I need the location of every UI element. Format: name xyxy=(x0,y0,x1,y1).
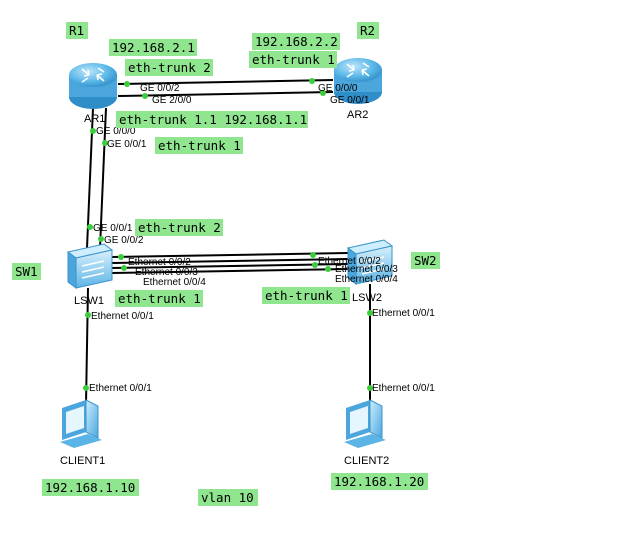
label-r1-subif: eth-trunk 1.1 192.168.1.1 xyxy=(116,111,308,128)
pc-icon xyxy=(344,399,386,448)
label-sw1: SW1 xyxy=(12,263,41,280)
port-dot-ar1-ge000 xyxy=(90,128,96,134)
label-client1-ip: 192.168.1.10 xyxy=(42,479,139,496)
switch-lsw1[interactable]: LSW1 xyxy=(66,243,114,307)
svg-text:SW1: SW1 xyxy=(15,264,38,279)
link-lsw1-client1[interactable] xyxy=(85,287,89,405)
switch-icon xyxy=(66,243,114,289)
port-dot-lsw2-eth004 xyxy=(325,266,331,272)
router-icon xyxy=(69,63,117,109)
device-label-ar1: AR1 xyxy=(84,113,105,125)
label-r1-ip-trunk2: 192.168.2.1 xyxy=(109,39,197,56)
port-dot-ar1-ge200 xyxy=(142,93,148,99)
router-ar1[interactable]: AR1 xyxy=(69,63,117,125)
port-dot-ar1-ge001 xyxy=(102,140,108,146)
port-dot-lsw1-ge002 xyxy=(98,236,104,242)
port-dot-client2-eth001 xyxy=(367,385,373,391)
port-dot-lsw2-eth002 xyxy=(310,252,316,258)
annotations: R1 R2 192.168.2.1 eth-trunk 2 192.168.2.… xyxy=(12,22,440,506)
link-ar1-ar2-top[interactable] xyxy=(117,79,334,85)
svg-text:eth-trunk 1: eth-trunk 1 xyxy=(158,138,241,153)
device-label-lsw2: LSW2 xyxy=(352,292,382,304)
port-dots xyxy=(83,78,373,391)
port-dot-ar2-ge000 xyxy=(309,78,315,84)
svg-text:SW2: SW2 xyxy=(414,253,437,268)
svg-text:192.168.2.2: 192.168.2.2 xyxy=(255,34,338,49)
label-r1-trunk2: eth-trunk 2 xyxy=(125,59,213,76)
label-r1-trunk1: eth-trunk 1 xyxy=(155,137,243,154)
svg-text:192.168.1.20: 192.168.1.20 xyxy=(334,474,424,489)
device-label-lsw1: LSW1 xyxy=(74,295,104,307)
port-label-lsw1-eth002: Ethernet 0/0/2 xyxy=(128,257,191,268)
port-dot-lsw1-eth001 xyxy=(85,312,91,318)
link-ar1-ar2-bottom[interactable] xyxy=(117,91,334,97)
link-lsw1-lsw2-3[interactable] xyxy=(111,263,349,269)
label-vlan: vlan 10 xyxy=(198,489,258,506)
svg-text:192.168.2.1: 192.168.2.1 xyxy=(112,40,195,55)
svg-text:R2: R2 xyxy=(360,23,375,38)
svg-text:eth-trunk 1: eth-trunk 1 xyxy=(118,291,201,306)
port-label-ar1-ge001: GE 0/0/1 xyxy=(107,139,147,150)
svg-text:192.168.1.10: 192.168.1.10 xyxy=(45,480,135,495)
pc-icon xyxy=(60,399,102,448)
label-r2: R2 xyxy=(357,22,379,39)
port-label-ar1-ge000: GE 0/0/0 xyxy=(96,126,136,137)
port-labels: GE 0/0/2 GE 2/0/0 GE 0/0/0 GE 0/0/1 GE 0… xyxy=(89,83,435,394)
router-ar2[interactable]: AR2 xyxy=(334,58,382,121)
svg-text:vlan 10: vlan 10 xyxy=(201,490,254,505)
link-lsw1-lsw2-2[interactable] xyxy=(111,258,349,264)
port-label-ar1-ge002: GE 0/0/2 xyxy=(140,83,180,94)
switch-icon xyxy=(346,239,394,285)
port-label-lsw2-eth002: Ethernet 0/0/2 xyxy=(318,256,381,267)
svg-text:eth-trunk 2: eth-trunk 2 xyxy=(128,60,211,75)
label-sw2-trunk1: eth-trunk 1 xyxy=(262,287,350,304)
port-dot-lsw2-eth001 xyxy=(367,310,373,316)
port-label-lsw1-ge001: GE 0/0/1 xyxy=(93,223,133,234)
label-r1: R1 xyxy=(66,22,88,39)
label-sw1-trunk1: eth-trunk 1 xyxy=(115,290,203,307)
port-dot-lsw2-eth003 xyxy=(312,262,318,268)
port-dot-ar1-ge002 xyxy=(124,81,130,87)
port-label-client2-eth001: Ethernet 0/0/1 xyxy=(372,383,435,394)
port-label-lsw1-eth003: Ethernet 0/0/3 xyxy=(135,267,198,278)
svg-text:eth-trunk 1.1 192.168.1.1: eth-trunk 1.1 192.168.1.1 xyxy=(119,112,307,127)
port-label-lsw1-ge002: GE 0/0/2 xyxy=(104,235,144,246)
label-r2-trunk1: eth-trunk 1 xyxy=(249,51,337,68)
svg-text:eth-trunk 1: eth-trunk 1 xyxy=(252,52,335,67)
device-label-ar2: AR2 xyxy=(347,109,368,121)
port-label-lsw2-eth004: Ethernet 0/0/4 xyxy=(335,274,398,285)
port-label-lsw2-eth001: Ethernet 0/0/1 xyxy=(372,308,435,319)
svg-text:eth-trunk 2: eth-trunk 2 xyxy=(138,220,221,235)
device-label-client1: CLIENT1 xyxy=(60,455,105,467)
label-sw1-trunk2: eth-trunk 2 xyxy=(135,219,223,236)
label-client2-ip: 192.168.1.20 xyxy=(331,473,428,490)
port-label-ar2-ge000: GE 0/0/0 xyxy=(318,83,358,94)
port-label-ar2-ge001: GE 0/0/1 xyxy=(330,95,370,106)
label-r2-ip-trunk1: 192.168.2.2 xyxy=(252,33,340,50)
switch-lsw2[interactable]: LSW2 xyxy=(346,239,394,304)
port-label-client1-eth001: Ethernet 0/0/1 xyxy=(89,383,152,394)
pc-client1[interactable]: CLIENT1 xyxy=(60,399,105,467)
port-dot-client1-eth001 xyxy=(83,385,89,391)
label-sw2: SW2 xyxy=(411,252,440,269)
port-label-ar1-ge200: GE 2/0/0 xyxy=(152,95,192,106)
port-label-lsw1-eth001: Ethernet 0/0/1 xyxy=(91,311,154,322)
pc-client2[interactable]: CLIENT2 xyxy=(344,399,389,467)
svg-text:R1: R1 xyxy=(69,23,84,38)
device-label-client2: CLIENT2 xyxy=(344,455,389,467)
link-lsw1-lsw2-4[interactable] xyxy=(111,268,349,274)
router-icon xyxy=(334,58,382,104)
port-label-lsw2-eth003: Ethernet 0/0/3 xyxy=(335,264,398,275)
port-dot-lsw1-eth002 xyxy=(118,254,124,260)
port-label-lsw1-eth004: Ethernet 0/0/4 xyxy=(143,277,206,288)
port-dot-ar2-ge001 xyxy=(320,90,326,96)
port-dot-lsw1-ge001 xyxy=(87,224,93,230)
link-ar1-lsw1-right[interactable] xyxy=(99,107,107,249)
link-lsw1-lsw2-1[interactable] xyxy=(111,252,349,258)
svg-text:eth-trunk 1: eth-trunk 1 xyxy=(265,288,348,303)
port-dot-lsw1-eth003 xyxy=(121,265,127,271)
